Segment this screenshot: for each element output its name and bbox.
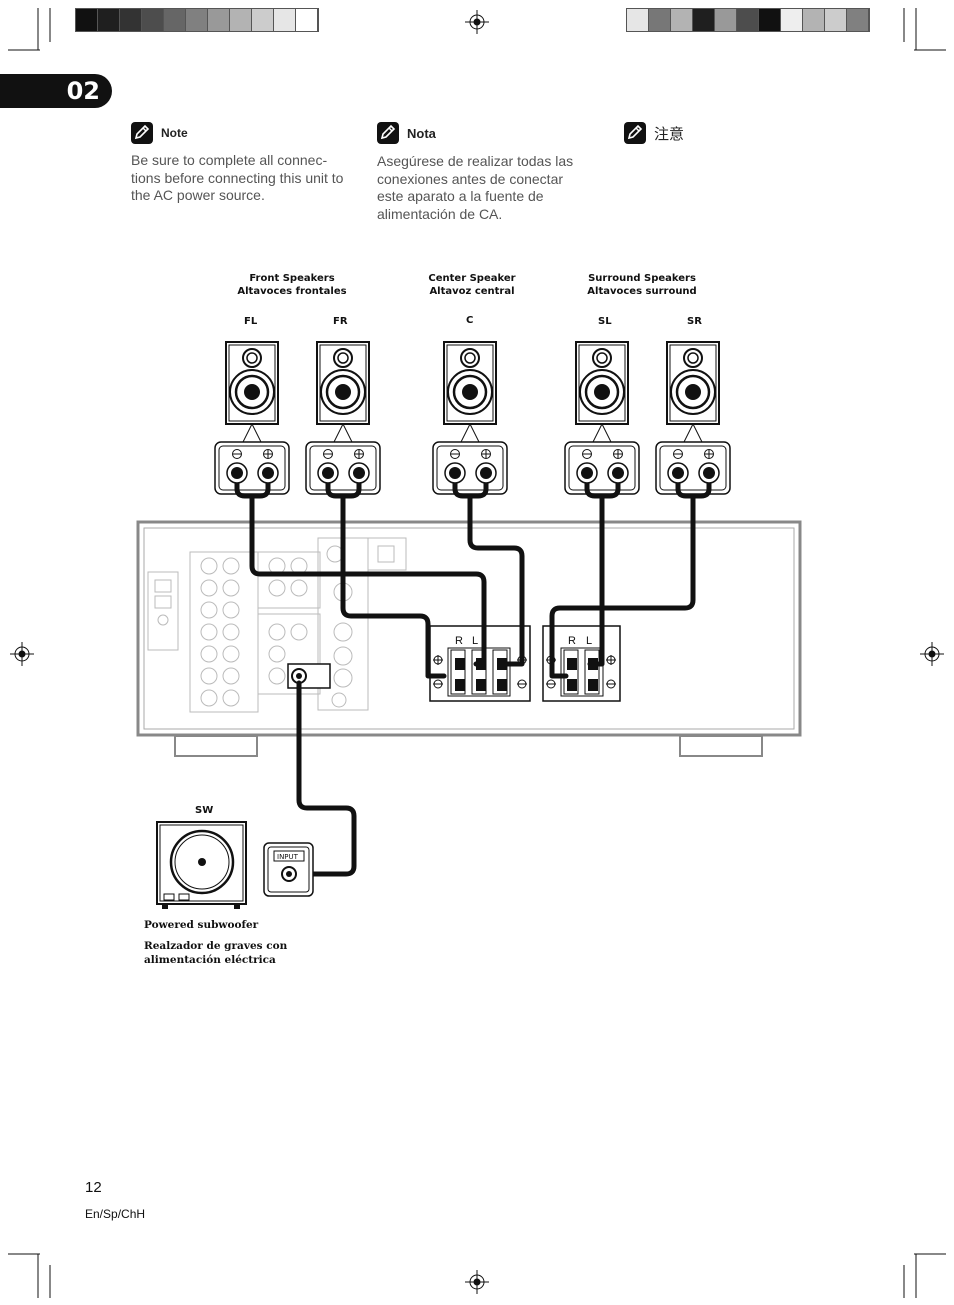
note-pencil-icon (624, 122, 646, 144)
note-pencil-icon (131, 122, 153, 144)
registration-mark-bottom (465, 1270, 489, 1294)
note-title-en: Note (161, 126, 188, 140)
color-bar-left-swatch (230, 9, 252, 31)
language-code: En/Sp/ChH (85, 1207, 146, 1221)
color-bar-right-swatch (781, 9, 803, 31)
center-speaker-label: Center Speaker Altavoz central (392, 272, 552, 298)
speaker-c (442, 340, 498, 426)
color-bar-right-swatch (715, 9, 737, 31)
color-bar-left-swatch (274, 9, 296, 31)
subwoofer (156, 821, 314, 909)
surround-speakers-label-en: Surround Speakers (588, 273, 696, 284)
speaker-sl (574, 340, 630, 426)
speaker-fl (224, 340, 280, 426)
color-bar-left-swatch (120, 9, 142, 31)
channel-label-sr: SR (687, 316, 702, 327)
speaker-wiring-diagram: R L R L INPUT (136, 340, 802, 909)
speaker-fr (315, 340, 371, 426)
terminal-label-r-1: R (455, 635, 463, 647)
color-bar-right-swatch (759, 9, 781, 31)
registration-mark-left (10, 642, 34, 666)
center-speaker-label-es: Altavoz central (429, 286, 515, 297)
surround-speakers-label: Surround Speakers Altavoces surround (562, 272, 722, 298)
color-bar-left-swatch (252, 9, 274, 31)
channel-label-c: C (466, 315, 474, 326)
receiver-speaker-terminals-right (542, 625, 621, 702)
front-speakers-label: Front Speakers Altavoces frontales (212, 272, 372, 298)
color-bar-right-swatch (649, 9, 671, 31)
receiver-rear-panel (136, 520, 802, 757)
front-speakers-label-en: Front Speakers (249, 273, 335, 284)
color-bar-left-swatch (98, 9, 120, 31)
page-number: 12 (85, 1179, 102, 1196)
channel-label-fr: FR (333, 316, 348, 327)
channel-label-fl: FL (244, 316, 258, 327)
note-title-zh: 注意 (654, 125, 685, 143)
color-bar-right-swatch (671, 9, 693, 31)
color-bar-left-swatch (164, 9, 186, 31)
color-bar-left-swatch (142, 9, 164, 31)
registration-mark-top (465, 10, 489, 34)
note-pencil-icon (377, 122, 399, 144)
color-bar-right-swatch (825, 9, 847, 31)
note-text-en: Be sure to complete all connec-tions bef… (131, 152, 344, 203)
subwoofer-input-label: INPUT (277, 853, 299, 861)
color-bar-right-swatch (737, 9, 759, 31)
color-bar-left (75, 8, 319, 32)
note-heading-es: Nota (377, 122, 436, 144)
color-bar-right-swatch (693, 9, 715, 31)
color-bar-left-swatch (296, 9, 318, 31)
terminal-label-r-2: R (568, 635, 576, 647)
note-heading-zh: 注意 (624, 122, 684, 144)
color-bar-left-swatch (208, 9, 230, 31)
color-bar-left-swatch (186, 9, 208, 31)
subwoofer-caption-en: Powered subwoofer (144, 919, 259, 931)
color-bar-left-swatch (76, 9, 98, 31)
front-speakers-label-es: Altavoces frontales (237, 286, 347, 297)
registration-mark-right (920, 642, 944, 666)
channel-label-sw: SW (195, 805, 214, 816)
speaker-sr (665, 340, 721, 426)
surround-speakers-label-es: Altavoces surround (587, 286, 697, 297)
terminal-label-l-1: L (472, 635, 478, 647)
terminal-label-l-2: L (586, 635, 592, 647)
note-heading-en: Note (131, 122, 188, 144)
note-title-es: Nota (407, 125, 436, 141)
note-text-es: Asegúrese de realizar todas las conexion… (377, 153, 574, 222)
chapter-tab: 02 (0, 74, 112, 108)
color-bar-right-swatch (847, 9, 869, 31)
subwoofer-caption-es: Realzador de graves con alimentación elé… (144, 940, 288, 966)
channel-label-sl: SL (598, 316, 612, 327)
center-speaker-label-en: Center Speaker (428, 273, 516, 284)
color-bar-right (626, 8, 870, 32)
color-bar-right-swatch (803, 9, 825, 31)
color-bar-right-swatch (627, 9, 649, 31)
